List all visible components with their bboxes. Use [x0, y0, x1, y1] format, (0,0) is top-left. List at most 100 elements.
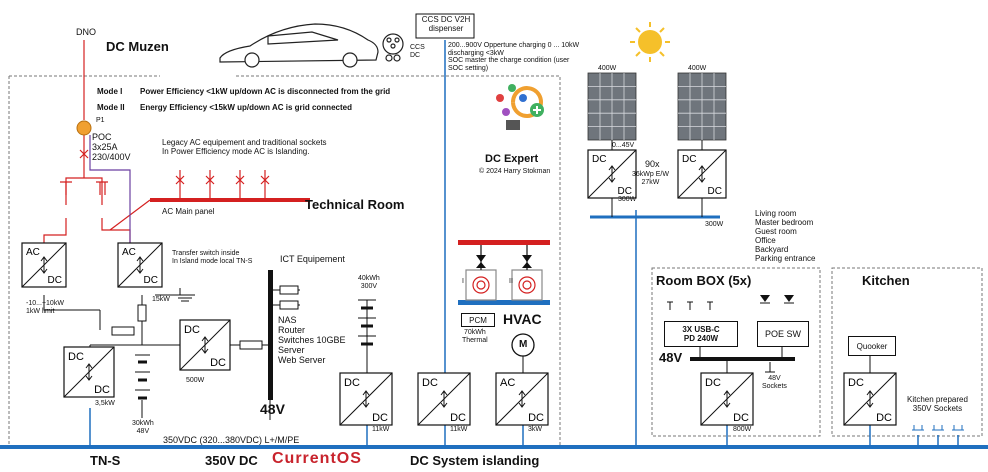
converter-ev-dc-dc: DC DC: [417, 372, 471, 426]
motor-label: M: [519, 339, 528, 350]
ccs-connector-icon: [382, 33, 404, 62]
converter-input-label: DC: [68, 351, 84, 363]
pv-kwp-label: 36kWp E/W 27kW: [632, 171, 669, 186]
converters: ACDCACDCDCDCDCDCDCDCDCDCACDCDCDCDCDCDCDC…: [21, 149, 897, 426]
converter-output-label: DC: [708, 186, 722, 197]
fuse-icons: [111, 285, 299, 350]
converter-input-label: DC: [705, 377, 721, 389]
ccs-dc-label: CCS DC: [410, 44, 425, 59]
p3kw-label: 3kW: [528, 426, 542, 433]
solar-panel-grid: [588, 73, 726, 140]
kitchen-title: Kitchen: [862, 273, 910, 288]
sun-icon: [630, 22, 670, 62]
v350dc-label: 350V DC: [205, 453, 258, 468]
converter-output-label: DC: [450, 412, 466, 424]
room-box-48v-busbar: [690, 357, 795, 361]
dc-expert-label: DC Expert: [485, 153, 539, 165]
transfer-label: Transfer switch inside In Island mode lo…: [172, 250, 253, 265]
mode-1-label: Mode I: [97, 87, 123, 96]
room-box-outline: [651, 267, 821, 437]
thermal-label: 70kWh Thermal: [462, 329, 488, 344]
kitchen-sockets-label: Kitchen prepared 350V Sockets: [907, 395, 968, 413]
p1-label: P1: [96, 117, 105, 124]
battery-300v-icon: [358, 299, 376, 346]
p500w-label: 500W: [186, 377, 205, 384]
converter-input-label: AC: [500, 377, 515, 389]
pv-400w-a-label: 400W: [598, 65, 617, 72]
quooker-box: Quooker: [848, 336, 896, 356]
usb-c-box: 3X USB-C PD 240W: [664, 321, 738, 347]
grid-limit-label: -10...+10kW 1kW limit: [26, 300, 64, 315]
battery-40kwh-label: 40kWh 300V: [358, 275, 380, 290]
dc-muzen-label: DC Muzen: [106, 39, 169, 54]
solar-panel-icon: [587, 72, 727, 141]
transfer-line: [89, 135, 131, 243]
mode-2-label: Mode II: [97, 103, 125, 112]
p800w-label: 800W: [733, 426, 752, 433]
ccs-dispenser-label: CCS DC V2H dispenser: [421, 15, 471, 33]
bus-label: 350VDC (320...380VDC) L+/M/PE: [163, 435, 300, 445]
pv-300w-b-label: 300W: [705, 221, 724, 228]
dc-expert-logo: [496, 84, 544, 130]
mode-1-text: Power Efficiency <1kW up/down AC is disc…: [140, 87, 391, 96]
hvac-roman-1: I: [462, 278, 464, 285]
sockets-48v-label: 48V Sockets: [762, 375, 787, 390]
converter-input-label: AC: [26, 247, 40, 258]
converter-roombox-dc-dc: DC DC: [700, 372, 754, 426]
converter-pv-b-dc-dc: DC DC: [677, 149, 727, 199]
converter-input-label: DC: [592, 154, 606, 165]
legacy-label: Legacy AC equipement and traditional soc…: [162, 138, 327, 156]
bus-risers: [89, 40, 959, 447]
battery-30kwh-label: 30kWh 48V: [132, 420, 154, 435]
converter-output-label: DC: [528, 412, 544, 424]
tns-label: TN-S: [90, 453, 121, 468]
converter-output-label: DC: [372, 412, 388, 424]
converter-input-label: DC: [422, 377, 438, 389]
p11kw-b-label: 11kW: [450, 426, 468, 433]
converter-hvac-ac-dc: AC DC: [495, 372, 549, 426]
ict-label: ICT Equipement: [280, 254, 345, 264]
room-box-title: Room BOX (5x): [656, 273, 752, 288]
ac-main-panel-label: AC Main panel: [162, 207, 215, 216]
converter-storage-dc-dc: DC DC: [339, 372, 393, 426]
pv-400w-b-label: 400W: [688, 65, 707, 72]
ict-list: NAS Router Switches 10GBE Server Web Ser…: [278, 315, 346, 366]
p11kw-a-label: 11kW: [372, 426, 390, 433]
pv-300w-a-label: 300W: [618, 196, 637, 203]
hvac-unit: [458, 240, 550, 375]
pv-voltage-label: 0...45V: [612, 142, 635, 149]
battery-48v-icon: [135, 354, 150, 418]
ground-icon: [175, 288, 195, 302]
hvac-roman-2: II: [509, 278, 513, 285]
kitchen-outline: [831, 267, 983, 437]
ict-48v-busbar: [268, 270, 273, 400]
p35kw-label: 3,5kW: [95, 400, 115, 407]
copyright-label: © 2024 Harry Stokman: [479, 168, 551, 175]
charging-info: 200...900V Oppertune charging 0 ... 10kW…: [448, 42, 580, 73]
converter-output-label: DC: [733, 412, 749, 424]
kitchen-socket-icons: [912, 425, 964, 431]
islanding-label: DC System islanding: [410, 453, 540, 468]
ict-48v-label: 48V: [260, 401, 285, 417]
converter-input-label: DC: [682, 154, 696, 165]
pv-count-label: 90x: [645, 159, 660, 169]
converter-battery-dc-dc: DC DC: [63, 346, 115, 398]
hvac-title: HVAC: [503, 311, 542, 327]
converter-pv-a-dc-dc: DC DC: [587, 149, 637, 199]
converter-output-label: DC: [48, 275, 62, 286]
converter-output-label: DC: [94, 384, 110, 396]
poc-label: POC 3x25A 230/400V: [92, 132, 131, 162]
motor-icon: [511, 333, 535, 357]
converter-output-label: DC: [876, 412, 892, 424]
converter-input-label: DC: [344, 377, 360, 389]
electric-car-icon: [219, 23, 379, 68]
converter-output-label: DC: [210, 357, 226, 369]
dno-label: DNO: [76, 27, 96, 37]
converter-output-label: DC: [618, 186, 632, 197]
currentos-logo: CurrentOS: [272, 450, 362, 467]
technical-room-title: Technical Room: [305, 197, 405, 212]
room-box-48v-label: 48V: [659, 350, 683, 365]
